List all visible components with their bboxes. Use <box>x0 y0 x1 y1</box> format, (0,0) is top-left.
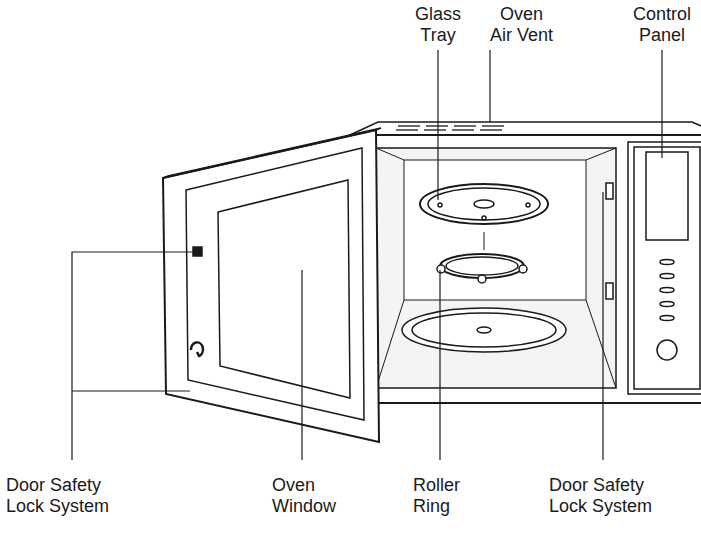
part-label: Oven Air Vent <box>488 4 555 45</box>
oven-cavity <box>376 148 616 388</box>
buttons <box>657 260 677 361</box>
part-label: Door Safety Lock System <box>549 475 661 516</box>
drive-hub <box>477 327 491 333</box>
air-vent-slots <box>396 126 504 130</box>
leader-lines <box>72 50 662 460</box>
glass-tray-hub <box>474 200 494 208</box>
floor-ring-inner <box>412 313 556 347</box>
oven-body <box>350 135 701 403</box>
door-latch <box>193 247 202 256</box>
glass-tray-rim <box>428 188 540 220</box>
door-latch-hook <box>191 342 203 356</box>
part-label: Oven Window <box>272 475 344 516</box>
door-frame <box>186 148 364 420</box>
control-panel-frame <box>634 147 700 389</box>
part-label: Roller Ring <box>413 475 473 516</box>
part-label: Glass Tray <box>410 4 466 45</box>
part-label: Control Panel <box>631 4 693 45</box>
display <box>646 152 688 240</box>
floor-ring <box>402 308 566 352</box>
oven-door <box>163 130 379 442</box>
oven-top <box>350 122 701 135</box>
latch-slot <box>606 183 613 199</box>
roller-ring-inner <box>446 257 518 275</box>
glass-tray <box>420 184 548 224</box>
control-panel <box>628 142 701 394</box>
cavity-back-wall <box>404 160 586 300</box>
latch-slot <box>606 283 613 299</box>
roller-wheel <box>437 265 445 273</box>
roller-wheel <box>519 265 527 273</box>
oven-window <box>218 180 350 398</box>
roller-wheel <box>478 275 486 283</box>
part-label: Door Safety Lock System <box>6 475 118 516</box>
